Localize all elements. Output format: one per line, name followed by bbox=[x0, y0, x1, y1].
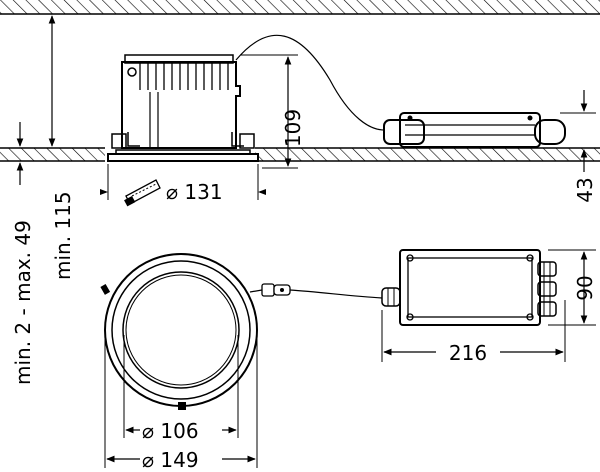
dimension-min-clearance: min. 115 bbox=[48, 15, 75, 280]
cutout-diameter-label: ⌀ 131 bbox=[166, 180, 223, 204]
dimension-ceiling-thickness: min. 2 - max. 49 bbox=[10, 122, 35, 385]
dimension-housing-height: 109 bbox=[240, 54, 305, 169]
housing-height-label: 109 bbox=[281, 109, 305, 147]
driver-height-label: 43 bbox=[573, 177, 597, 202]
saw-icon bbox=[124, 179, 161, 207]
ceiling-panel bbox=[0, 147, 600, 162]
driver-top-view bbox=[381, 249, 557, 326]
side-view-cable bbox=[235, 34, 385, 131]
inner-diameter-label: ⌀ 106 bbox=[142, 419, 199, 443]
dimension-driver-box-length: 216 bbox=[381, 300, 566, 365]
outer-diameter-label: ⌀ 149 bbox=[142, 448, 199, 472]
dimension-inner-diameter: ⌀ 106 bbox=[123, 335, 239, 443]
min-clearance-label: min. 115 bbox=[51, 191, 75, 280]
front-view-cable bbox=[249, 283, 383, 299]
dimension-cutout: ⌀ 131 bbox=[100, 164, 266, 207]
dimension-driver-height: 43 bbox=[560, 90, 597, 203]
top-ceiling-slab bbox=[0, 0, 600, 15]
driver-box-length-label: 216 bbox=[449, 341, 487, 365]
downlight-front-view bbox=[100, 253, 258, 410]
ceiling-thickness-label: min. 2 - max. 49 bbox=[11, 220, 35, 385]
driver-side-view bbox=[383, 112, 566, 148]
driver-box-height-label: 90 bbox=[573, 275, 597, 300]
downlight-housing-side bbox=[107, 54, 259, 162]
dimension-outer-diameter: ⌀ 149 bbox=[104, 335, 258, 472]
dimension-driver-box-height: 90 bbox=[548, 249, 597, 326]
